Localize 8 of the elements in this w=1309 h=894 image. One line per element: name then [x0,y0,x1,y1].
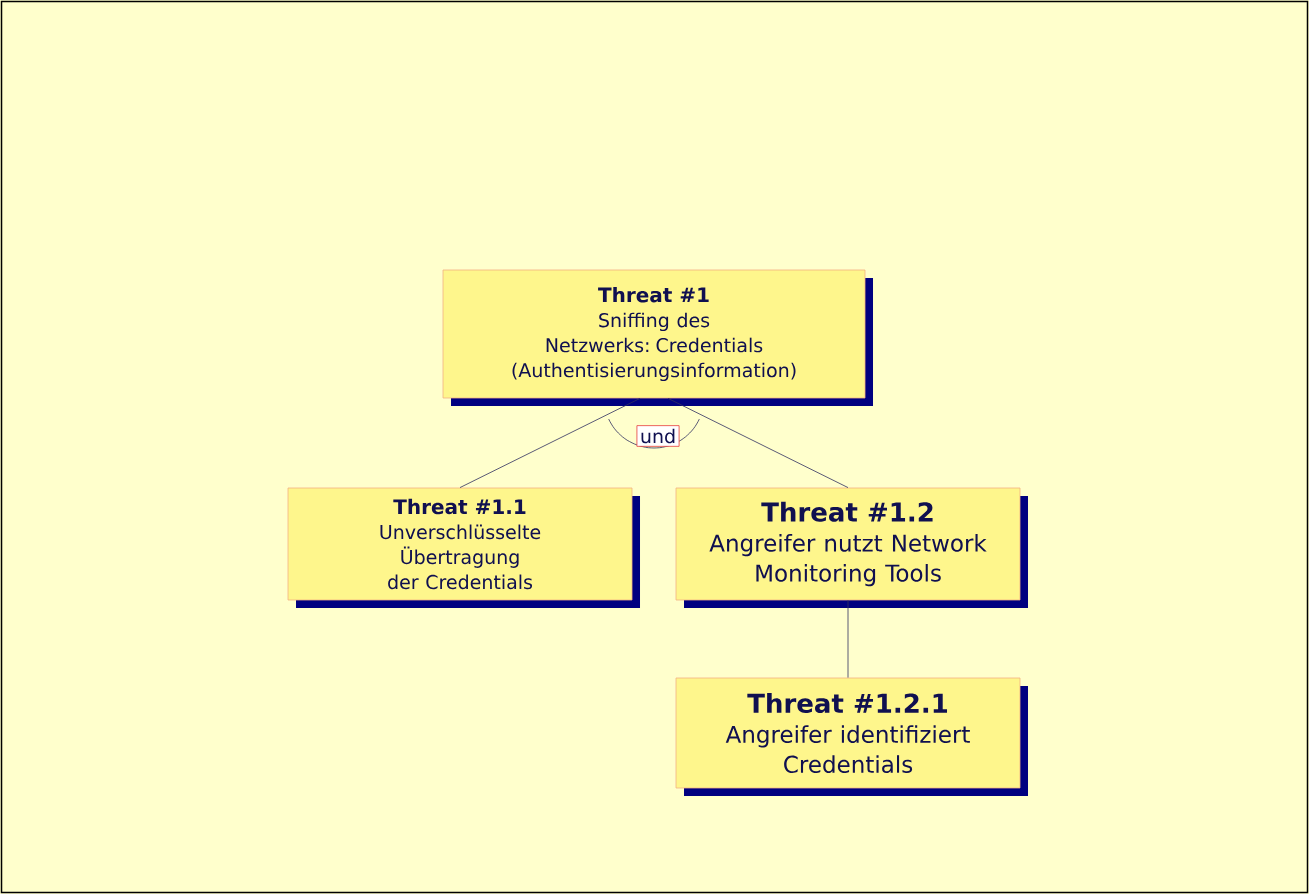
operator-label: und [636,425,680,447]
threat-box: Threat #1 Sniffing des Netzwerks: Credentials (Authentisierungsinformation) [442,269,873,406]
threat-box: Threat #1.2.1 Angreifer identifiziert Credentials [675,677,1028,796]
connector-line [667,398,849,488]
threat-box: Threat #1.1 Unverschlüsselte Übertragung der Credentials [287,487,640,608]
threat-box: Threat #1.2 Angreifer nutzt Network Monitoring Tools [675,487,1028,608]
connector-line [459,398,641,488]
connector-line [847,600,849,678]
